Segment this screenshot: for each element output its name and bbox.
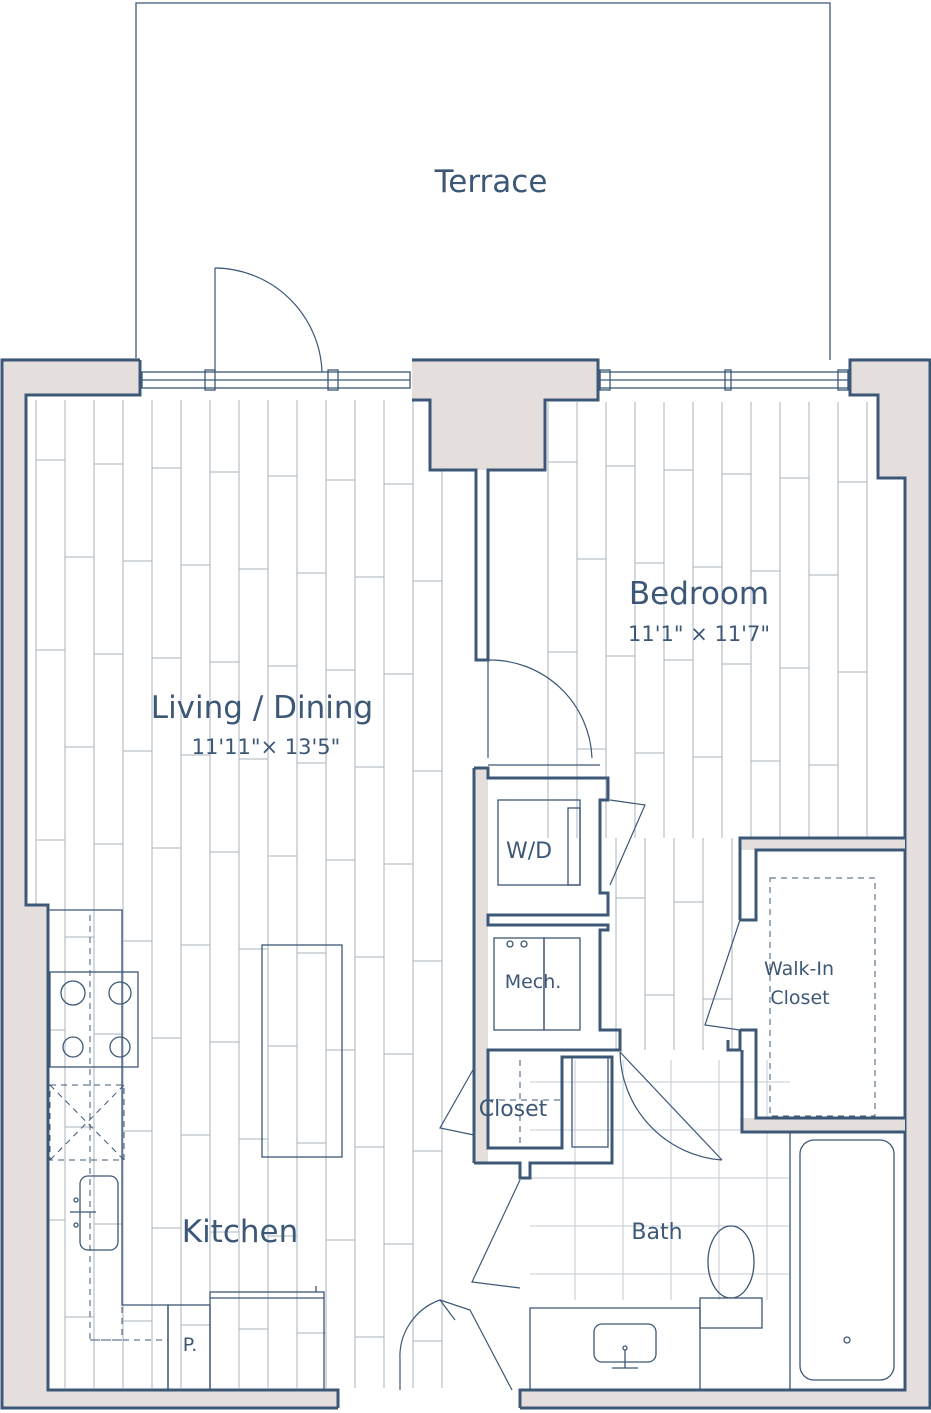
- bath-sink-icon: [593, 1323, 657, 1369]
- exterior-wall: [0, 358, 931, 1410]
- walkin-door: [704, 919, 741, 1031]
- kitchen-sink-icon: [70, 1175, 119, 1251]
- bathtub-icon: [799, 1139, 895, 1381]
- bath-label: Bath: [631, 1220, 682, 1245]
- stove-icon: [49, 971, 139, 1068]
- living-dining-label: Living / Dining: [151, 690, 373, 726]
- bedroom-door: [487, 659, 600, 766]
- bedroom-dimensions: 11'1" × 11'7": [628, 622, 770, 646]
- toilet-icon: [699, 1225, 763, 1329]
- closet-door: [439, 1067, 475, 1136]
- refrigerator-icon: [209, 1286, 325, 1391]
- wd-label: W/D: [506, 839, 552, 864]
- window-living: [141, 369, 411, 391]
- kitchen-counter: [48, 909, 169, 1390]
- dishwasher-icon: [49, 1084, 125, 1161]
- terrace-door: [214, 267, 323, 373]
- bath-entry-door: [471, 1179, 521, 1289]
- pantry-label: P.: [183, 1334, 198, 1356]
- walkin-label-line1: Walk-In: [764, 958, 834, 980]
- wood-floor-pattern: [35, 400, 868, 1388]
- living-dining-dimensions: 11'11"× 13'5": [192, 735, 341, 759]
- window-bedroom: [599, 369, 851, 391]
- island-icon: [261, 944, 343, 1158]
- closet-label: Closet: [479, 1097, 548, 1122]
- entry-door: [399, 1299, 513, 1391]
- interior-core-walls: [472, 766, 622, 1180]
- bedroom-label: Bedroom: [629, 576, 769, 612]
- walkin-label-line2: Closet: [770, 987, 829, 1009]
- terrace-area: [135, 2, 831, 360]
- bath-door: [619, 1051, 723, 1161]
- mech-label: Mech.: [505, 971, 562, 993]
- walk-in-closet-walls: [726, 836, 905, 1134]
- bath-tile-pattern: [530, 1060, 790, 1300]
- terrace-label: Terrace: [434, 164, 548, 200]
- bath-walls: [529, 1132, 791, 1390]
- kitchen-label: Kitchen: [182, 1214, 299, 1250]
- wd-door: [609, 799, 646, 886]
